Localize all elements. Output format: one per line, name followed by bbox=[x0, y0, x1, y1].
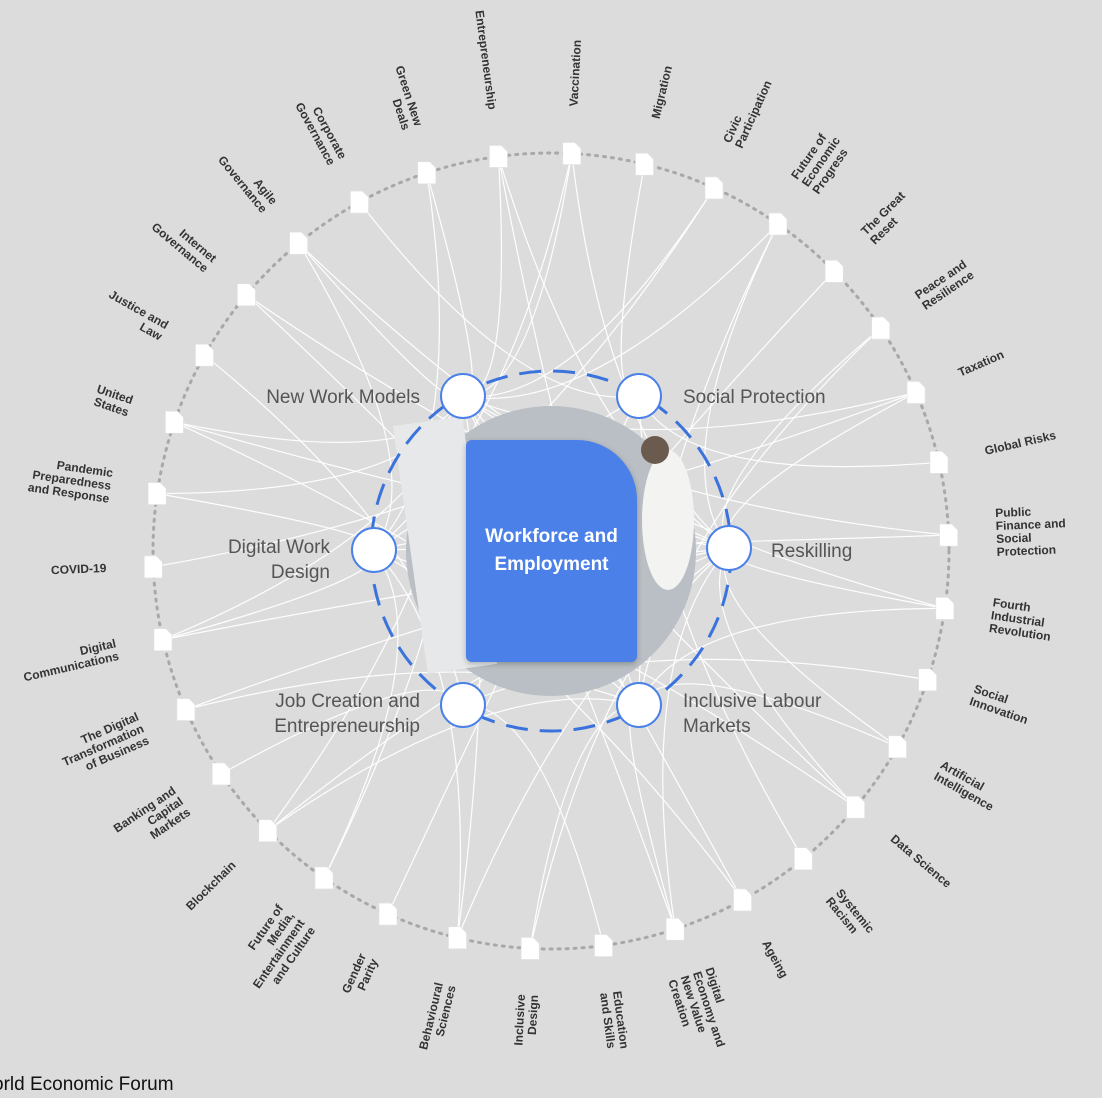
connector-line bbox=[462, 156, 503, 397]
center-topic-label: Workforce and Employment bbox=[485, 526, 618, 575]
photo-person-head bbox=[641, 436, 669, 464]
outer-node-future-of-media-entertainment-and-culture[interactable] bbox=[314, 866, 334, 890]
outer-node-green-new-deals[interactable] bbox=[417, 161, 437, 185]
outer-node-ageing[interactable] bbox=[733, 888, 752, 912]
connector-line bbox=[529, 547, 730, 949]
connector-line bbox=[462, 223, 779, 399]
outer-node-migration[interactable] bbox=[635, 152, 654, 176]
outer-label-line: Design bbox=[524, 994, 541, 1036]
outer-node-covid-19[interactable] bbox=[144, 555, 163, 579]
connector-line bbox=[638, 327, 882, 706]
outer-node-vaccination[interactable] bbox=[562, 142, 582, 165]
outer-node-artificial-intelligence[interactable] bbox=[888, 735, 907, 759]
outer-node-inclusive-design[interactable] bbox=[520, 937, 540, 960]
outer-node-education-and-skills[interactable] bbox=[594, 934, 613, 957]
outer-node-future-of-economic-progress[interactable] bbox=[768, 212, 788, 236]
connector-line bbox=[462, 187, 715, 398]
outer-node-civic-participation[interactable] bbox=[704, 176, 724, 200]
inner-node-new-work-models[interactable] bbox=[440, 373, 486, 419]
connector-line bbox=[638, 607, 945, 706]
connector-line bbox=[323, 549, 399, 879]
outer-node-pandemic-preparedness-and-response[interactable] bbox=[147, 482, 167, 505]
connector-line bbox=[662, 547, 730, 930]
connector-line bbox=[359, 201, 640, 398]
photo-person bbox=[642, 450, 694, 590]
outer-node-public-finance-and-social-protection[interactable] bbox=[939, 523, 958, 547]
outer-node-entrepreneurship[interactable] bbox=[489, 145, 508, 168]
outer-node-digital-communications[interactable] bbox=[153, 628, 173, 652]
outer-node-the-great-reset[interactable] bbox=[824, 260, 844, 283]
outer-node-blockchain[interactable] bbox=[258, 819, 278, 842]
outer-node-corporate-governance[interactable] bbox=[350, 190, 369, 214]
inner-label-digital-work-design[interactable]: Digital Work Design bbox=[227, 537, 330, 583]
inner-label-inclusive-labour-markets[interactable]: Inclusive Labour Markets bbox=[683, 691, 822, 737]
connector-line bbox=[529, 704, 640, 949]
connector-line bbox=[725, 391, 917, 549]
footer-credit: orld Economic Forum bbox=[0, 1074, 174, 1095]
outer-node-global-risks[interactable] bbox=[929, 450, 949, 474]
inner-label-reskilling[interactable]: Reskilling bbox=[771, 541, 853, 562]
connector-line bbox=[373, 172, 440, 551]
outer-node-behavioural-sciences[interactable] bbox=[448, 926, 467, 950]
connector-line bbox=[638, 395, 940, 468]
outer-node-systemic-racism[interactable] bbox=[794, 847, 813, 871]
outer-node-united-states[interactable] bbox=[165, 410, 184, 434]
outer-node-taxation[interactable] bbox=[906, 381, 926, 404]
connector-line bbox=[462, 704, 605, 946]
connector-line bbox=[298, 242, 393, 551]
outer-node-social-innovation[interactable] bbox=[918, 668, 937, 692]
center-topic-card[interactable]: Workforce and Employment bbox=[466, 440, 637, 662]
inner-label-new-work-models[interactable]: New Work Models bbox=[266, 387, 420, 408]
outer-label-covid-19[interactable]: COVID-19 bbox=[51, 561, 107, 578]
connector-line bbox=[620, 163, 646, 397]
outer-node-justice-and-law[interactable] bbox=[195, 343, 214, 367]
inner-node-social-protection[interactable] bbox=[616, 373, 662, 419]
inner-node-job-creation-and-entrepreneurship[interactable] bbox=[440, 682, 486, 728]
inner-label-social-protection[interactable]: Social Protection bbox=[683, 387, 826, 408]
outer-node-data-science[interactable] bbox=[846, 795, 865, 819]
outer-node-gender-parity[interactable] bbox=[378, 902, 398, 926]
outer-node-the-digital-transformation-of-business[interactable] bbox=[176, 698, 196, 721]
outer-ring bbox=[151, 151, 951, 951]
outer-node-fourth-industrial-revolution[interactable] bbox=[935, 597, 955, 620]
inner-node-digital-work-design[interactable] bbox=[351, 527, 397, 573]
outer-node-peace-and-resilience[interactable] bbox=[871, 316, 891, 340]
outer-node-internet-governance[interactable] bbox=[237, 283, 256, 307]
inner-label-job-creation-and-entrepreneurship[interactable]: Job Creation and Entrepreneurship bbox=[274, 691, 420, 737]
outer-label-line: COVID-19 bbox=[51, 561, 107, 578]
inner-node-inclusive-labour-markets[interactable] bbox=[616, 682, 662, 728]
inner-node-reskilling[interactable] bbox=[706, 525, 752, 571]
outer-node-agile-governance[interactable] bbox=[289, 231, 308, 255]
outer-node-digital-economy-and-new-value-creation[interactable] bbox=[665, 917, 685, 941]
outer-node-banking-and-capital-markets[interactable] bbox=[211, 762, 231, 786]
